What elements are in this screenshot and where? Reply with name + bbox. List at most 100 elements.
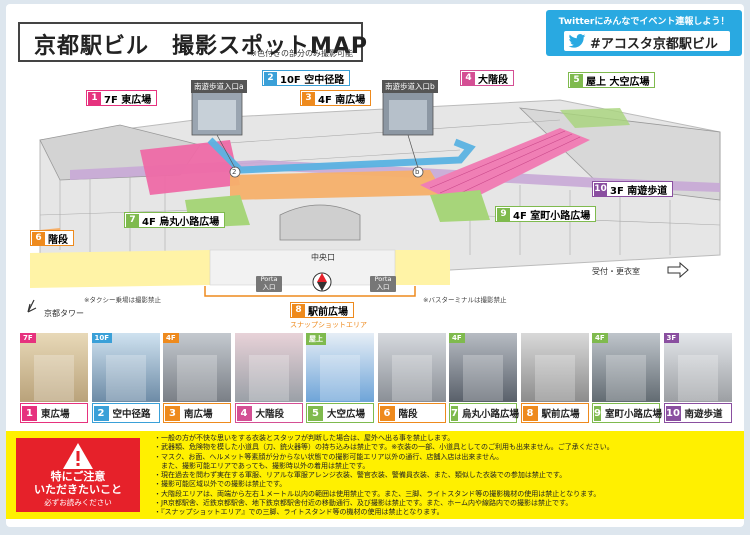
warning-panel: 特にご注意 いただきたいこと 必ずお読みください ・一般の方が不快な思いをする衣… xyxy=(6,431,744,519)
spot-label: 南広場 xyxy=(184,409,213,420)
spot-number: 9 xyxy=(594,405,601,421)
area-grand-stairs xyxy=(420,128,590,205)
area-skyway xyxy=(207,137,476,174)
central-arch xyxy=(279,204,361,241)
road xyxy=(209,249,396,286)
spot-photo xyxy=(377,333,446,402)
central-gate-label: 中央口 xyxy=(311,253,335,262)
area-station-front-right xyxy=(395,250,450,285)
spot-photo xyxy=(234,333,303,402)
spot-photo xyxy=(306,333,374,402)
marker-2: 2 xyxy=(232,168,237,176)
spot-photo xyxy=(520,333,589,402)
kyoto-tower-label: 京都タワー xyxy=(44,309,84,318)
spot-label: 階段 xyxy=(398,409,418,420)
tower-arrow-icon xyxy=(27,299,37,313)
area-station-front xyxy=(30,250,210,288)
marker-b: b xyxy=(415,168,420,176)
spot-photo xyxy=(449,333,517,402)
area-rooftop xyxy=(560,108,630,128)
warning-title: 特にご注意 いただきたいこと xyxy=(34,470,122,496)
rule-item: ・マスク、お面、ヘルメット等素顔が分からない状態での撮影可能エリア以外の通行、店… xyxy=(154,452,504,461)
warning-icon xyxy=(63,443,93,469)
taxi-note: ※タクシー乗場は撮影禁止 xyxy=(84,296,161,304)
page-title: 京都駅ビル 撮影スポットMAP xyxy=(34,34,369,59)
spot-number: 10 xyxy=(665,405,681,421)
twitter-bird-icon xyxy=(568,34,586,48)
spot-number: 3 xyxy=(165,405,180,421)
spot-photo xyxy=(91,333,160,402)
warning-subtitle: 必ずお読みください xyxy=(44,498,112,507)
rule-item: また、撮影可能エリアであっても、撮影時以外の着用は禁止です。 xyxy=(154,461,370,470)
twitter-text: Twitterにみんなでイベント連報しよう！ xyxy=(558,17,730,27)
spot-label: 東広場 xyxy=(41,409,70,420)
floor-tag: 4F xyxy=(163,333,179,343)
floor-tag: 7F xyxy=(20,333,36,343)
rule-item: ・大階段エリアは、両端から左右１メートル以内の範囲は使用禁止です。また、三脚、ラ… xyxy=(154,489,601,498)
area-south-plaza xyxy=(230,170,445,200)
entrance-b-tag: 南遊歩道入口b xyxy=(382,80,438,93)
rule-item: ・『スナップショットエリア』での三脚、ライトスタンド等の機材の使用は禁止となりま… xyxy=(154,508,444,517)
floor-tag: 10F xyxy=(91,333,113,343)
spot-caption: 3 南広場 xyxy=(163,403,231,423)
spot-photo xyxy=(163,333,231,402)
snapshot-area-label: スナップショットエリア xyxy=(290,321,367,329)
page-subtitle: ※色付きの部分のみ撮影可能 xyxy=(250,49,353,58)
twitter-hashtag: #アコスタ京都駅ビル xyxy=(590,37,718,52)
warning-box: 特にご注意 いただきたいこと 必ずお読みください xyxy=(16,438,140,512)
spot-photo xyxy=(663,333,732,402)
spot-label: 駅前広場 xyxy=(541,409,580,420)
floor-tag: 4F xyxy=(592,333,608,343)
snapshot-bracket xyxy=(204,286,416,297)
floor-tag: 4F xyxy=(449,333,465,343)
spot-label: 室町小路広場 xyxy=(604,409,662,420)
spot-number: 5 xyxy=(308,405,323,421)
rule-item: ・現在過去を問わず実在する軍服、リアルな軍服アレンジ衣装、警官衣装、警備員衣装、… xyxy=(154,471,567,480)
spot-label: 空中径路 xyxy=(112,409,151,420)
exit-arrow-icon xyxy=(667,261,689,279)
rule-item: ・一般の方が不快な思いをする衣装とスタッフが判断した場合は、屋外へ出る事を禁止し… xyxy=(154,434,455,442)
spot-photo xyxy=(20,333,88,402)
spot-label: 大空広場 xyxy=(327,409,366,420)
photo-card: 4F 3 南広場 xyxy=(163,333,231,423)
rule-item: ・撮影可能区域以外での撮影は禁止です。 xyxy=(154,480,287,489)
spot-label: 大階段 xyxy=(255,409,285,420)
station-map xyxy=(27,89,721,313)
area-muromachi-plaza xyxy=(430,190,490,222)
spot-number: 6 xyxy=(379,405,395,421)
spot-number: 8 xyxy=(522,405,538,421)
area-east-plaza xyxy=(140,140,240,195)
title-box: 京都駅ビル 撮影スポットMAP ※色付きの部分のみ撮影可能 xyxy=(18,22,367,62)
entrance-a-tag: 南遊歩道入口a xyxy=(191,80,247,93)
rules-list: ・一般の方が不快な思いをする衣装とスタッフが判断した場合は、屋外へ出る事を禁止し… xyxy=(154,434,739,518)
building-roof-right xyxy=(518,107,721,201)
spot-photo xyxy=(592,333,660,402)
spot-caption: 5 大空広場 xyxy=(306,403,374,423)
reception-label: 受付・更衣室 xyxy=(592,267,640,276)
twitter-hashtag-box: #アコスタ京都駅ビル xyxy=(564,31,730,52)
